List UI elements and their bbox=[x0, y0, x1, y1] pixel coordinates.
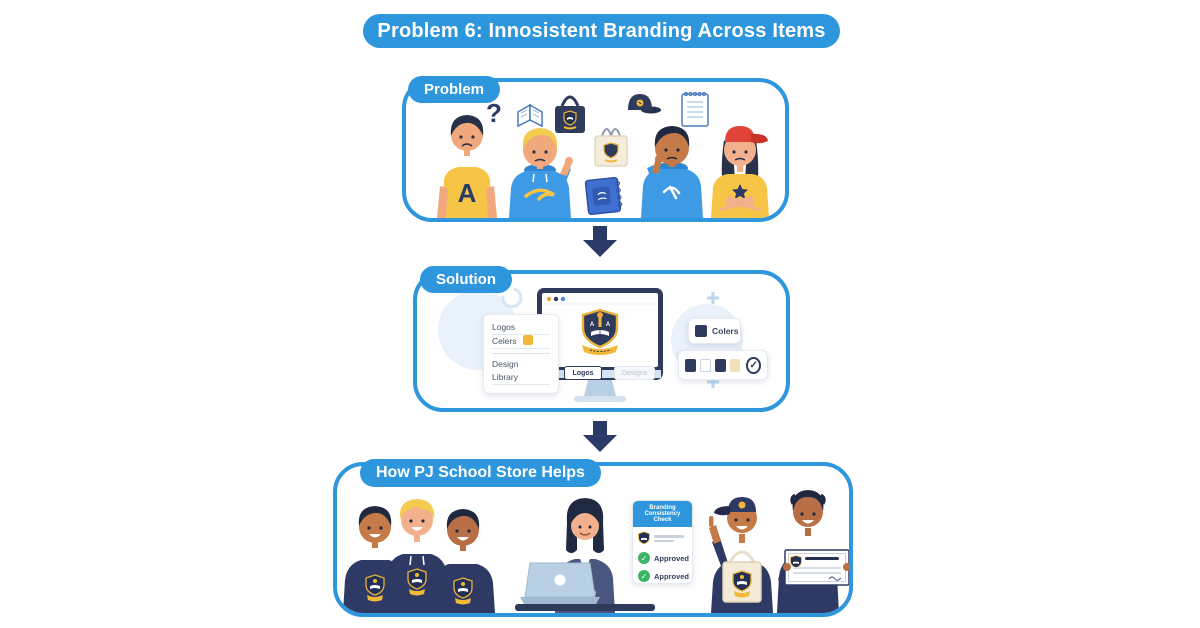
colors-card: Colers bbox=[688, 318, 741, 344]
problem-panel: ? bbox=[402, 78, 789, 222]
student-with-certificate bbox=[777, 490, 849, 613]
student-thinking-blond bbox=[509, 128, 573, 218]
check-circle-icon: ✓ bbox=[638, 552, 650, 564]
color-swatch bbox=[714, 358, 726, 372]
design-panel-item: Logos bbox=[492, 321, 550, 335]
branding-check-card: Branding Consistency Check ✓ Approved bbox=[632, 500, 693, 584]
star-logo-icon bbox=[732, 184, 748, 199]
check-circle-icon: ✓ bbox=[638, 570, 650, 582]
logos-button: Logos bbox=[564, 366, 602, 380]
svg-text:A: A bbox=[606, 322, 611, 328]
designs-button: Designs bbox=[614, 366, 655, 380]
color-swatch bbox=[522, 335, 533, 345]
certificate bbox=[784, 549, 849, 586]
student-thinking-hoodie bbox=[641, 126, 703, 218]
hoodie-student bbox=[431, 509, 495, 613]
design-panel-item: Library bbox=[492, 371, 550, 385]
colors-card-label: Colers bbox=[712, 326, 739, 336]
approved-row: ✓ Approved ✓ bbox=[638, 570, 689, 582]
crest-logo-icon bbox=[790, 555, 802, 569]
color-swatch bbox=[695, 325, 707, 337]
color-swatch bbox=[685, 358, 696, 372]
design-panel-item: Celers bbox=[492, 335, 550, 349]
helps-panel: Branding Consistency Check ✓ Approved bbox=[333, 462, 853, 617]
crest-logo-icon bbox=[732, 570, 752, 598]
svg-text:A: A bbox=[590, 322, 595, 328]
check-card-header: Branding Consistency Check bbox=[633, 501, 692, 527]
spiral-notebook-icon bbox=[584, 176, 623, 216]
design-panel-item: Design bbox=[492, 359, 519, 369]
shirt-letter: A bbox=[458, 178, 477, 208]
open-book-icon bbox=[517, 103, 543, 128]
swirl-decoration bbox=[501, 287, 523, 309]
plus-decoration-icon bbox=[707, 292, 719, 304]
student-with-tote bbox=[709, 497, 773, 613]
down-arrow-icon bbox=[583, 421, 617, 452]
color-swatch bbox=[699, 358, 711, 372]
skeleton-text bbox=[654, 539, 674, 542]
solution-label-pill: Solution bbox=[420, 266, 512, 293]
crest-logo-icon bbox=[407, 568, 427, 596]
spiral-notepad-icon bbox=[681, 91, 709, 127]
crest-logo-icon bbox=[365, 574, 385, 602]
baseball-cap-icon bbox=[628, 94, 661, 114]
skeleton-text bbox=[654, 535, 684, 538]
student-crossed-arms-girl bbox=[711, 126, 769, 218]
crest-logo-icon bbox=[453, 577, 473, 605]
crest-logo-icon bbox=[638, 531, 650, 545]
check-card-item bbox=[638, 531, 687, 546]
student-confused: A bbox=[437, 115, 497, 218]
approved-row: ✓ Approved bbox=[638, 552, 689, 564]
tote-bag-navy-icon bbox=[555, 95, 585, 133]
solution-panel: A A Logos Celers Design Library Logos De… bbox=[413, 270, 790, 412]
school-crest-icon: A A bbox=[581, 308, 619, 355]
tote-bag-cream-icon bbox=[594, 128, 628, 167]
laptop-icon bbox=[520, 562, 600, 604]
problem-illustration: ? bbox=[437, 91, 769, 218]
desk bbox=[515, 604, 655, 611]
helps-illustration bbox=[343, 490, 849, 613]
helps-label-pill: How PJ School Store Helps bbox=[360, 459, 601, 487]
question-mark-icon: ? bbox=[486, 98, 502, 128]
design-panel-card: Logos Celers Design Library bbox=[483, 314, 559, 394]
problem-label-pill: Problem bbox=[408, 76, 501, 103]
color-swatch bbox=[729, 358, 741, 372]
down-arrow-icon bbox=[583, 226, 617, 257]
title-banner: Problem 6: Innosistent Branding Across I… bbox=[363, 14, 840, 48]
palette-card: ✓ bbox=[678, 350, 768, 380]
check-circle-icon: ✓ bbox=[746, 356, 762, 374]
